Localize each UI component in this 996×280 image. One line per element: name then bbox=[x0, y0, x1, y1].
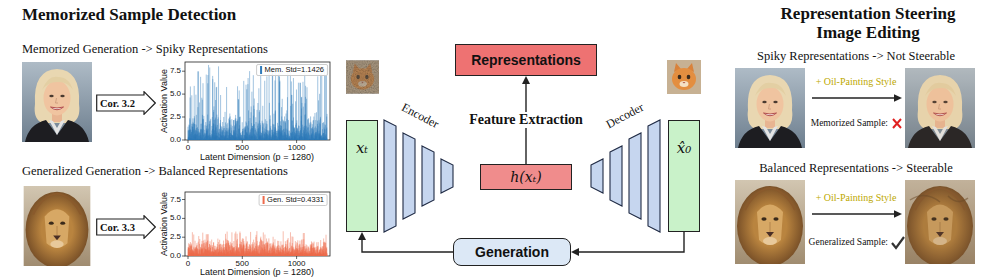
layer-trapezoid bbox=[384, 120, 396, 232]
tick-label: 5.0 bbox=[170, 214, 181, 222]
panel-title: Memorized Sample Detection bbox=[22, 5, 236, 25]
tick-label: 500 bbox=[236, 144, 249, 152]
node-text: xₜ bbox=[356, 139, 368, 157]
legend-text: Gen. Std=0.4331 bbox=[267, 196, 324, 204]
tick-label: 5.0 bbox=[170, 90, 181, 98]
node-text: Cor. 3.2 bbox=[100, 98, 135, 109]
rect-shape bbox=[185, 62, 330, 140]
encoder-block: Encoder bbox=[380, 88, 458, 253]
feature-box: h(xₜ) bbox=[480, 164, 572, 190]
cross-mark bbox=[893, 119, 901, 128]
axis-title: Activation Value bbox=[160, 69, 169, 133]
polygon-shape bbox=[894, 94, 902, 101]
original-memorized bbox=[735, 68, 805, 148]
node-text: Encoder bbox=[399, 100, 441, 132]
row-caption: Spiky Representations -> Not Steerable bbox=[757, 49, 955, 63]
arrow-head bbox=[522, 76, 530, 84]
connector-line bbox=[362, 238, 453, 252]
original-generalized bbox=[735, 180, 805, 266]
arrow-head bbox=[571, 248, 579, 256]
row-caption: Balanced Representations -> Steerable bbox=[759, 161, 952, 175]
legend-sample bbox=[260, 66, 262, 74]
connector bbox=[358, 232, 453, 252]
legend-sample bbox=[263, 196, 265, 204]
rect-shape bbox=[905, 180, 975, 264]
chart-legend: Mem. Std=1.1426 bbox=[256, 64, 328, 76]
rect-shape bbox=[185, 192, 330, 256]
tick-label: 7.5 bbox=[170, 196, 181, 204]
row-caption: Memorized Generation -> Spiky Representa… bbox=[22, 42, 268, 56]
tick-label: 0 bbox=[186, 144, 190, 152]
tick-label: 0 bbox=[186, 260, 190, 268]
node-text: Generation bbox=[475, 244, 549, 260]
generation-box: Generation bbox=[453, 238, 571, 266]
polygon-shape bbox=[894, 210, 902, 217]
chart-memorized bbox=[182, 62, 330, 143]
path-shape bbox=[188, 231, 327, 256]
tick-label: 2.5 bbox=[170, 113, 181, 121]
edit-prompt: + Oil-Painting Style bbox=[816, 76, 897, 88]
layer-trapezoid bbox=[610, 146, 622, 206]
layer-trapezoid bbox=[422, 146, 434, 206]
steering-panel bbox=[735, 68, 975, 266]
node-text: h(xₜ) bbox=[510, 169, 541, 185]
edited-memorized bbox=[905, 68, 975, 148]
verdict-text: Generalized Sample: bbox=[809, 237, 888, 248]
noisy-cat bbox=[346, 60, 379, 94]
verdict-text: Memorized Sample: bbox=[811, 118, 888, 129]
corollary-arrow: Cor. 3.3 bbox=[96, 215, 156, 239]
path-shape bbox=[182, 71, 297, 143]
chart-legend: Gen. Std=0.4331 bbox=[259, 194, 328, 206]
decoder-block: Decoder bbox=[587, 88, 665, 253]
rect-shape bbox=[905, 68, 975, 148]
path-shape bbox=[188, 65, 327, 140]
row-caption: Generalized Generation -> Balanced Repre… bbox=[22, 164, 288, 178]
corollary-arrow: Cor. 3.2 bbox=[96, 91, 156, 115]
tick-label: 0.0 bbox=[170, 252, 181, 260]
connector-line bbox=[577, 232, 684, 252]
layer-trapezoid bbox=[441, 159, 453, 193]
output-box: x̂₀ bbox=[668, 120, 700, 232]
arrow-head bbox=[358, 232, 366, 240]
layer-trapezoid bbox=[403, 133, 415, 219]
representation-box: Representations bbox=[455, 44, 597, 76]
axis-title: Latent Dimension (p = 1280) bbox=[200, 268, 314, 277]
layer-trapezoid bbox=[591, 159, 603, 193]
node-text: x̂₀ bbox=[677, 139, 691, 157]
check-mark bbox=[892, 237, 904, 248]
layer-trapezoid bbox=[629, 133, 641, 219]
connector bbox=[571, 232, 684, 256]
line-shape bbox=[812, 213, 895, 214]
axis-title: Latent Dimension (p = 1280) bbox=[200, 153, 314, 162]
tick-label: 2.5 bbox=[170, 233, 181, 241]
block-arrow-outline bbox=[97, 92, 156, 115]
tick-label: 1000 bbox=[288, 260, 306, 268]
memorized-photo bbox=[22, 62, 92, 142]
path-shape bbox=[182, 200, 297, 260]
panel-title: Representation Steering Image Editing bbox=[761, 5, 976, 42]
tick-label: 0.0 bbox=[170, 136, 181, 144]
legend-text: Mem. Std=1.1426 bbox=[265, 66, 324, 74]
path-shape bbox=[910, 195, 968, 202]
input-box: xₜ bbox=[346, 120, 378, 232]
block-arrow-outline bbox=[97, 216, 156, 239]
node-text: Representations bbox=[471, 52, 581, 68]
rect-shape bbox=[346, 60, 379, 94]
use-shape bbox=[346, 61, 379, 94]
tick-label: 7.5 bbox=[170, 67, 181, 75]
generalized-photo bbox=[24, 186, 91, 268]
axis-title: Activation Value bbox=[160, 192, 169, 256]
connector-label: Feature Extraction bbox=[466, 112, 586, 128]
chart-generalized bbox=[182, 192, 330, 259]
node-text: Decoder bbox=[604, 100, 647, 132]
line-shape bbox=[812, 97, 895, 98]
tick-label: 1000 bbox=[288, 144, 306, 152]
edit-prompt: + Oil-Painting Style bbox=[816, 192, 897, 204]
layer-trapezoid bbox=[648, 120, 660, 232]
tick-label: 500 bbox=[236, 260, 249, 268]
denoised-cat bbox=[667, 60, 701, 94]
edited-generalized bbox=[905, 180, 975, 266]
node-text: Cor. 3.3 bbox=[100, 222, 135, 233]
